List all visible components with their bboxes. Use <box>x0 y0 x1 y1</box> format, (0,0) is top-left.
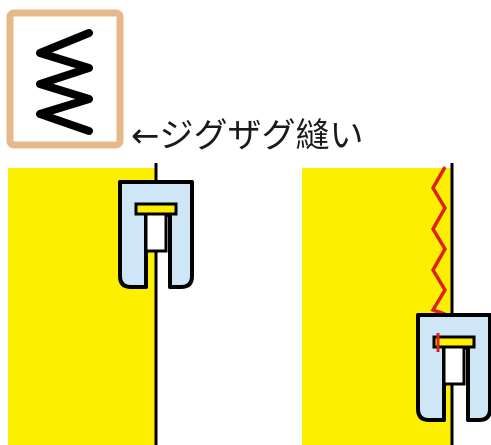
before-panel <box>8 163 194 445</box>
presser-foot-left <box>118 180 194 289</box>
after-panel <box>302 163 491 445</box>
icon-zigzag-glyph <box>36 29 93 135</box>
zigzag-stitch-line <box>430 166 448 316</box>
zigzag-stitch-caption: ←ジグザグ縫い <box>131 116 364 156</box>
zigzag-stitch-icon <box>6 9 124 149</box>
presser-foot-right <box>416 313 491 422</box>
